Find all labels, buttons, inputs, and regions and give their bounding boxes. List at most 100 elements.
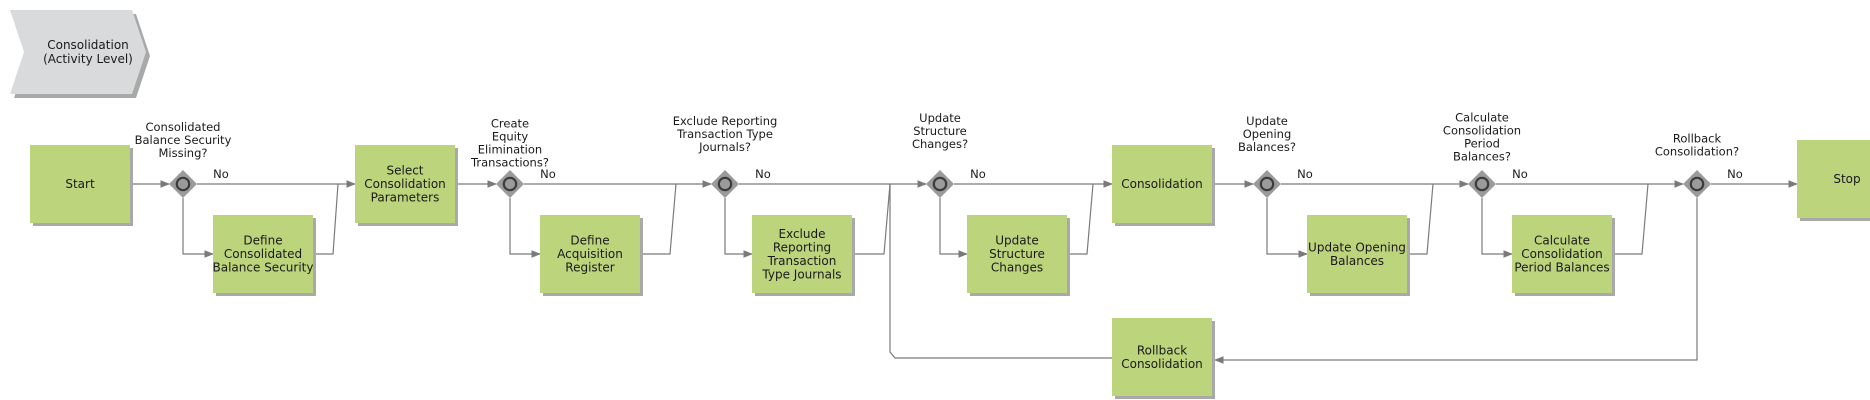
flow-edge xyxy=(509,198,541,258)
gateway-g4-question-line: Update xyxy=(919,111,961,125)
gateway-g5-question-line: Opening xyxy=(1243,127,1292,141)
task-consolidation-label-line: Consolidation xyxy=(1121,177,1203,191)
flow-edge xyxy=(1266,198,1308,258)
gateway-g3-diamond xyxy=(711,170,739,198)
task-exclude-journals-label-line: Exclude xyxy=(778,227,825,241)
flow-edge xyxy=(1481,198,1513,258)
gateway-g7[interactable] xyxy=(1683,170,1711,198)
task-start-shape xyxy=(30,145,130,223)
task-define-security-shape xyxy=(213,215,313,293)
task-exclude-journals-label-line: Type Journals xyxy=(761,267,841,281)
task-consolidation-shape xyxy=(1112,145,1212,223)
task-define-security-label-line: Balance Security xyxy=(213,261,314,275)
task-define-acquisition-shape xyxy=(540,215,640,293)
gateway-g5[interactable] xyxy=(1253,170,1281,198)
task-define-security-label-line: Define xyxy=(243,234,282,248)
gateway-g2-question-line: Equity xyxy=(492,130,529,144)
flow-edge xyxy=(640,183,677,255)
gateway-g1-ring-icon xyxy=(175,176,191,192)
gateway-g6-question-line: Calculate xyxy=(1455,111,1509,125)
header-title: Consolidation(Activity Level) xyxy=(43,38,133,66)
gateway-g6-question-line: Period xyxy=(1464,137,1500,151)
gateway-g2[interactable] xyxy=(496,170,524,198)
task-stop-shape xyxy=(1797,140,1870,218)
flow-edge xyxy=(1214,198,1698,364)
gateway-g1-diamond xyxy=(169,170,197,198)
task-stop[interactable]: Stop xyxy=(1797,140,1870,221)
task-start-label-line: Start xyxy=(65,177,95,191)
gateway-g4-no-label: No xyxy=(970,167,986,181)
task-start[interactable]: Start xyxy=(30,145,133,226)
gateway-g4-question-line: Changes? xyxy=(912,137,968,151)
task-update-structure-label-line: Structure xyxy=(989,247,1045,261)
gateway-g3[interactable] xyxy=(711,170,739,198)
task-select-params-label-line: Select xyxy=(386,164,423,178)
task-update-opening-shape xyxy=(1307,215,1407,293)
task-rollback-shape xyxy=(1112,318,1212,396)
flow-edge xyxy=(1612,183,1649,255)
header-chevron: Consolidation(Activity Level) xyxy=(10,10,150,98)
task-update-structure-shape xyxy=(967,215,1067,293)
gateway-g5-question-line: Balances? xyxy=(1238,140,1296,154)
task-exclude-journals-label-line: Reporting xyxy=(773,240,831,254)
task-rollback-label-line: Rollback xyxy=(1137,343,1187,357)
gateway-g2-question-line: Create xyxy=(491,117,529,131)
task-calc-period-label-line: Consolidation xyxy=(1521,247,1603,261)
gateway-g6[interactable] xyxy=(1468,170,1496,198)
gateway-g3-question-line: Transaction Type xyxy=(676,127,773,141)
task-calc-period-shape xyxy=(1512,215,1612,293)
gateway-g7-ring-icon xyxy=(1689,176,1705,192)
gateway-g5-ring-icon xyxy=(1259,176,1275,192)
gateway-g7-diamond xyxy=(1683,170,1711,198)
task-calc-period-label-line: Calculate xyxy=(1534,234,1590,248)
gateway-g3-question-line: Journals? xyxy=(698,140,751,154)
gateway-g6-no-label: No xyxy=(1512,167,1528,181)
task-consolidation-label: Consolidation xyxy=(1121,177,1203,191)
task-start-label: Start xyxy=(65,177,95,191)
task-define-acquisition-label-line: Acquisition xyxy=(557,247,623,261)
task-define-security-label-line: Consolidated xyxy=(224,247,302,261)
gateway-g4-question-line: Structure xyxy=(913,124,967,138)
gateway-g1-question-line: Balance Security xyxy=(135,133,232,147)
task-update-structure-label-line: Changes xyxy=(991,261,1043,275)
gateway-g5-question-line: Update xyxy=(1246,114,1288,128)
flow-edge xyxy=(1407,183,1434,255)
gateway-g6-diamond xyxy=(1468,170,1496,198)
gateway-g5-no-label: No xyxy=(1297,167,1313,181)
header-chevron-shape xyxy=(10,10,146,94)
gateway-g2-question-line: Transactions? xyxy=(470,156,549,170)
gateway-g4-diamond xyxy=(926,170,954,198)
task-stop-label-line: Stop xyxy=(1833,172,1860,186)
flow-edge xyxy=(889,184,1112,359)
gateway-g7-no-label: No xyxy=(1727,167,1743,181)
gateway-g1-no-label: No xyxy=(213,167,229,181)
task-consolidation[interactable]: Consolidation xyxy=(1112,145,1215,226)
task-exclude-journals-shape xyxy=(752,215,852,293)
task-exclude-journals-label-line: Transaction xyxy=(767,254,837,268)
header-title-line: (Activity Level) xyxy=(43,52,133,66)
gateway-g4[interactable] xyxy=(926,170,954,198)
task-select-params-label-line: Parameters xyxy=(371,191,440,205)
gateway-g6-ring-icon xyxy=(1474,176,1490,192)
gateway-g1[interactable] xyxy=(169,170,197,198)
gateway-g3-question-line: Exclude Reporting xyxy=(673,114,778,128)
